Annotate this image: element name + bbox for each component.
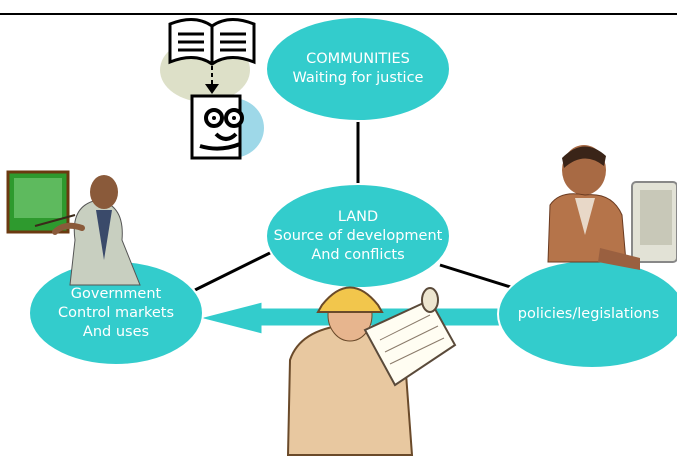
government-title: Government [70, 286, 162, 302]
book-document-icon [160, 18, 256, 102]
land-subtitle-2: And conflicts [311, 247, 405, 263]
connector-land-policies [439, 263, 521, 292]
government-subtitle-2: And uses [82, 324, 150, 340]
government-label: Government Control markets And uses [30, 285, 202, 342]
presenter-at-board-icon [6, 170, 141, 286]
policies-title: policies/legislations [517, 306, 660, 322]
connector-land-government [194, 246, 281, 292]
communities-subtitle: Waiting for justice [292, 70, 424, 86]
policies-label: policies/legislations [500, 305, 677, 324]
government-subtitle: Control markets [57, 305, 175, 321]
communities-node [265, 16, 451, 122]
land-subtitle: Source of development [273, 228, 443, 244]
land-title: LAND [337, 209, 379, 225]
person-with-glasses-icon [190, 94, 264, 160]
communities-title: COMMUNITIES [306, 51, 410, 67]
communities-label: COMMUNITIES Waiting for justice [266, 50, 450, 88]
top-rule [0, 13, 677, 15]
worker-with-blueprint-icon [286, 286, 457, 456]
land-label: LAND Source of development And conflicts [266, 208, 450, 265]
man-at-computer-icon [547, 145, 677, 270]
